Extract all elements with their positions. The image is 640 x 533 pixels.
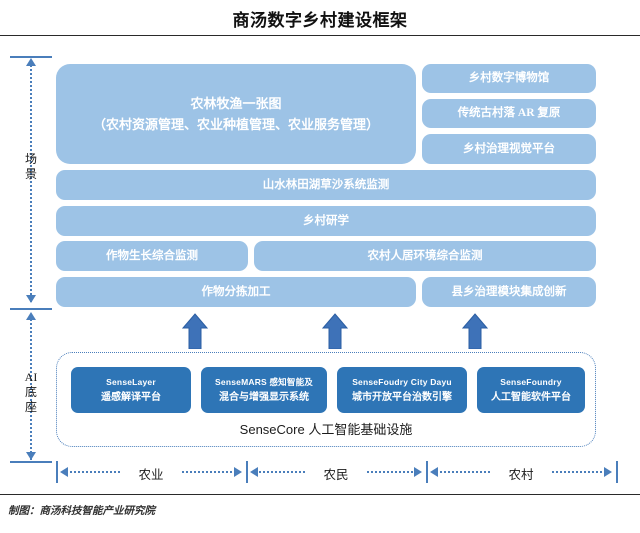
ai-base-container: SenseLayer 遥感解译平台 SenseMARS 感知智能及 混合与增强显… <box>56 352 596 447</box>
bottom-axis-arrow-left-farmers-icon <box>250 467 258 477</box>
scene-axis-bottom-cap <box>10 308 52 310</box>
scene-axis-label-char2: 景 <box>24 167 37 181</box>
ai-base-box-senselayer-en: SenseLayer <box>106 377 156 387</box>
bottom-axis-tick-1 <box>246 461 248 483</box>
page-title: 商汤数字乡村建设框架 <box>232 11 408 30</box>
ai-base-box-sensemars-cn: 混合与增强显示系统 <box>219 392 309 403</box>
ai-base-axis-arrow-down-icon <box>26 452 36 460</box>
scene-box-county-governance-module[interactable]: 县乡治理模块集成创新 <box>422 277 596 307</box>
scene-axis-arrow-down-icon <box>26 295 36 303</box>
bottom-axis-arrow-left-countryside-icon <box>430 467 438 477</box>
ai-base-caption: SenseCore 人工智能基础设施 <box>239 422 413 437</box>
up-arrow-icon-3 <box>461 313 489 350</box>
scene-box-crop-growth-monitoring[interactable]: 作物生长综合监测 <box>56 241 248 271</box>
ai-base-axis-label-line2: 底 <box>24 385 37 399</box>
scene-axis-label-char1: 场 <box>24 152 37 166</box>
ai-base-axis-line <box>30 316 32 460</box>
bottom-axis-label-agriculture: 农业 <box>120 464 182 483</box>
scene-axis-label: 场 景 <box>16 152 46 182</box>
ai-base-box-sensefoudry-city-dayu-en: SenseFoudry City Dayu <box>352 377 452 387</box>
title-divider <box>0 35 640 36</box>
footer-divider <box>0 494 640 495</box>
bottom-axis-tick-0 <box>56 461 58 483</box>
bottom-axis-tick-3 <box>616 461 618 483</box>
ai-base-axis-label-line3: 座 <box>24 400 37 414</box>
ai-base-box-sensefoudry-city-dayu-cn: 城市开放平台治数引擎 <box>352 392 452 403</box>
scene-main-box-line2: （农村资源管理、农业种植管理、农业服务管理） <box>92 117 379 132</box>
bottom-axis-label-farmers: 农民 <box>305 464 367 483</box>
scene-box-ecosystem-monitoring[interactable]: 山水林田湖草沙系统监测 <box>56 170 596 200</box>
scene-box-governance-vision-platform[interactable]: 乡村治理视觉平台 <box>422 134 596 164</box>
footer-credit: 制图：商汤科技智能产业研究院 <box>8 506 155 517</box>
ai-base-box-sensefoundry-cn: 人工智能软件平台 <box>491 392 571 403</box>
ai-base-box-sensemars-en: SenseMARS 感知智能及 <box>215 377 313 387</box>
scene-axis-top-cap <box>10 56 52 58</box>
scene-box-rural-study-tour[interactable]: 乡村研学 <box>56 206 596 236</box>
ai-base-axis-arrow-up-icon <box>26 312 36 320</box>
ai-base-axis-bottom-cap <box>10 461 52 463</box>
ai-base-box-sensemars[interactable]: SenseMARS 感知智能及 混合与增强显示系统 <box>201 367 327 413</box>
ai-base-box-senselayer-cn: 遥感解译平台 <box>101 392 161 403</box>
bottom-axis-arrow-left-agriculture-icon <box>60 467 68 477</box>
up-arrow-icon-1 <box>181 313 209 350</box>
scene-box-crop-sorting-processing[interactable]: 作物分拣加工 <box>56 277 416 307</box>
bottom-axis-arrow-right-countryside-icon <box>604 467 612 477</box>
scene-axis-arrow-up-icon <box>26 58 36 66</box>
scene-axis-line <box>30 62 32 302</box>
ai-base-axis-label-line1: AI <box>24 370 38 384</box>
ai-base-box-sensefoundry-en: SenseFoundry <box>500 377 562 387</box>
up-arrow-icon-2 <box>321 313 349 350</box>
scene-main-box-line1: 农林牧渔一张图 <box>190 96 282 111</box>
scene-box-rural-living-env-monitoring[interactable]: 农村人居环境综合监测 <box>254 241 596 271</box>
bottom-axis-label-countryside: 农村 <box>490 464 552 483</box>
scene-box-digital-museum[interactable]: 乡村数字博物馆 <box>422 64 596 93</box>
ai-base-box-sensefoudry-city-dayu[interactable]: SenseFoudry City Dayu 城市开放平台治数引擎 <box>337 367 467 413</box>
scene-box-ar-village-restoration[interactable]: 传统古村落 AR 复原 <box>422 99 596 128</box>
bottom-axis-tick-2 <box>426 461 428 483</box>
scene-main-box[interactable]: 农林牧渔一张图 （农村资源管理、农业种植管理、农业服务管理） <box>56 64 416 164</box>
ai-base-box-sensefoundry[interactable]: SenseFoundry 人工智能软件平台 <box>477 367 585 413</box>
bottom-axis-arrow-right-farmers-icon <box>414 467 422 477</box>
bottom-axis-arrow-right-agriculture-icon <box>234 467 242 477</box>
ai-base-axis-label: AI 底 座 <box>16 370 46 415</box>
ai-base-box-senselayer[interactable]: SenseLayer 遥感解译平台 <box>71 367 191 413</box>
